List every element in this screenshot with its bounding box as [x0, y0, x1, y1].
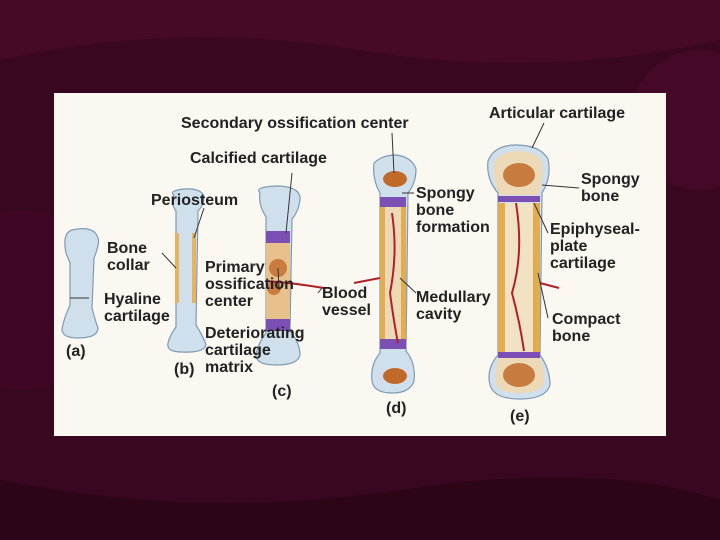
stage-label-d: (d)	[386, 400, 407, 417]
stage-label-c: (c)	[272, 383, 292, 400]
label-articular-cartilage: Articular cartilage	[489, 105, 626, 122]
bone-ossification-diagram	[61, 122, 580, 400]
label-bone-collar: Bone collar	[107, 240, 150, 274]
label-primary-ossification-center: Primary ossification center	[205, 259, 294, 310]
diagram-panel: Secondary ossification center Articular …	[54, 93, 666, 436]
stage-label-b: (b)	[174, 361, 195, 378]
stage-b-bone	[167, 188, 207, 353]
leader-lines	[70, 122, 580, 319]
stage-label-e: (e)	[510, 408, 530, 425]
label-medullary-cavity: Medullary cavity	[416, 289, 491, 323]
stage-a-bone	[61, 228, 100, 339]
stage-label-a: (a)	[66, 343, 86, 360]
label-epiphyseal-plate-cartilage: Epiphyseal- plate cartilage	[550, 221, 640, 272]
label-hyaline-cartilage: Hyaline cartilage	[104, 291, 170, 325]
label-deteriorating-cartilage-matrix: Deteriorating cartilage matrix	[205, 325, 305, 376]
label-secondary-ossification-center: Secondary ossification center	[181, 115, 409, 132]
label-spongy-bone: Spongy bone	[581, 171, 640, 205]
label-spongy-bone-formation: Spongy bone formation	[416, 185, 490, 236]
label-periosteum: Periosteum	[151, 192, 239, 209]
label-compact-bone: Compact bone	[552, 311, 621, 345]
stage-d-bone	[353, 154, 417, 394]
label-calcified-cartilage: Calcified cartilage	[190, 150, 327, 167]
label-blood-vessel: Blood vessel	[322, 285, 371, 319]
stage-e-bone	[487, 144, 560, 400]
